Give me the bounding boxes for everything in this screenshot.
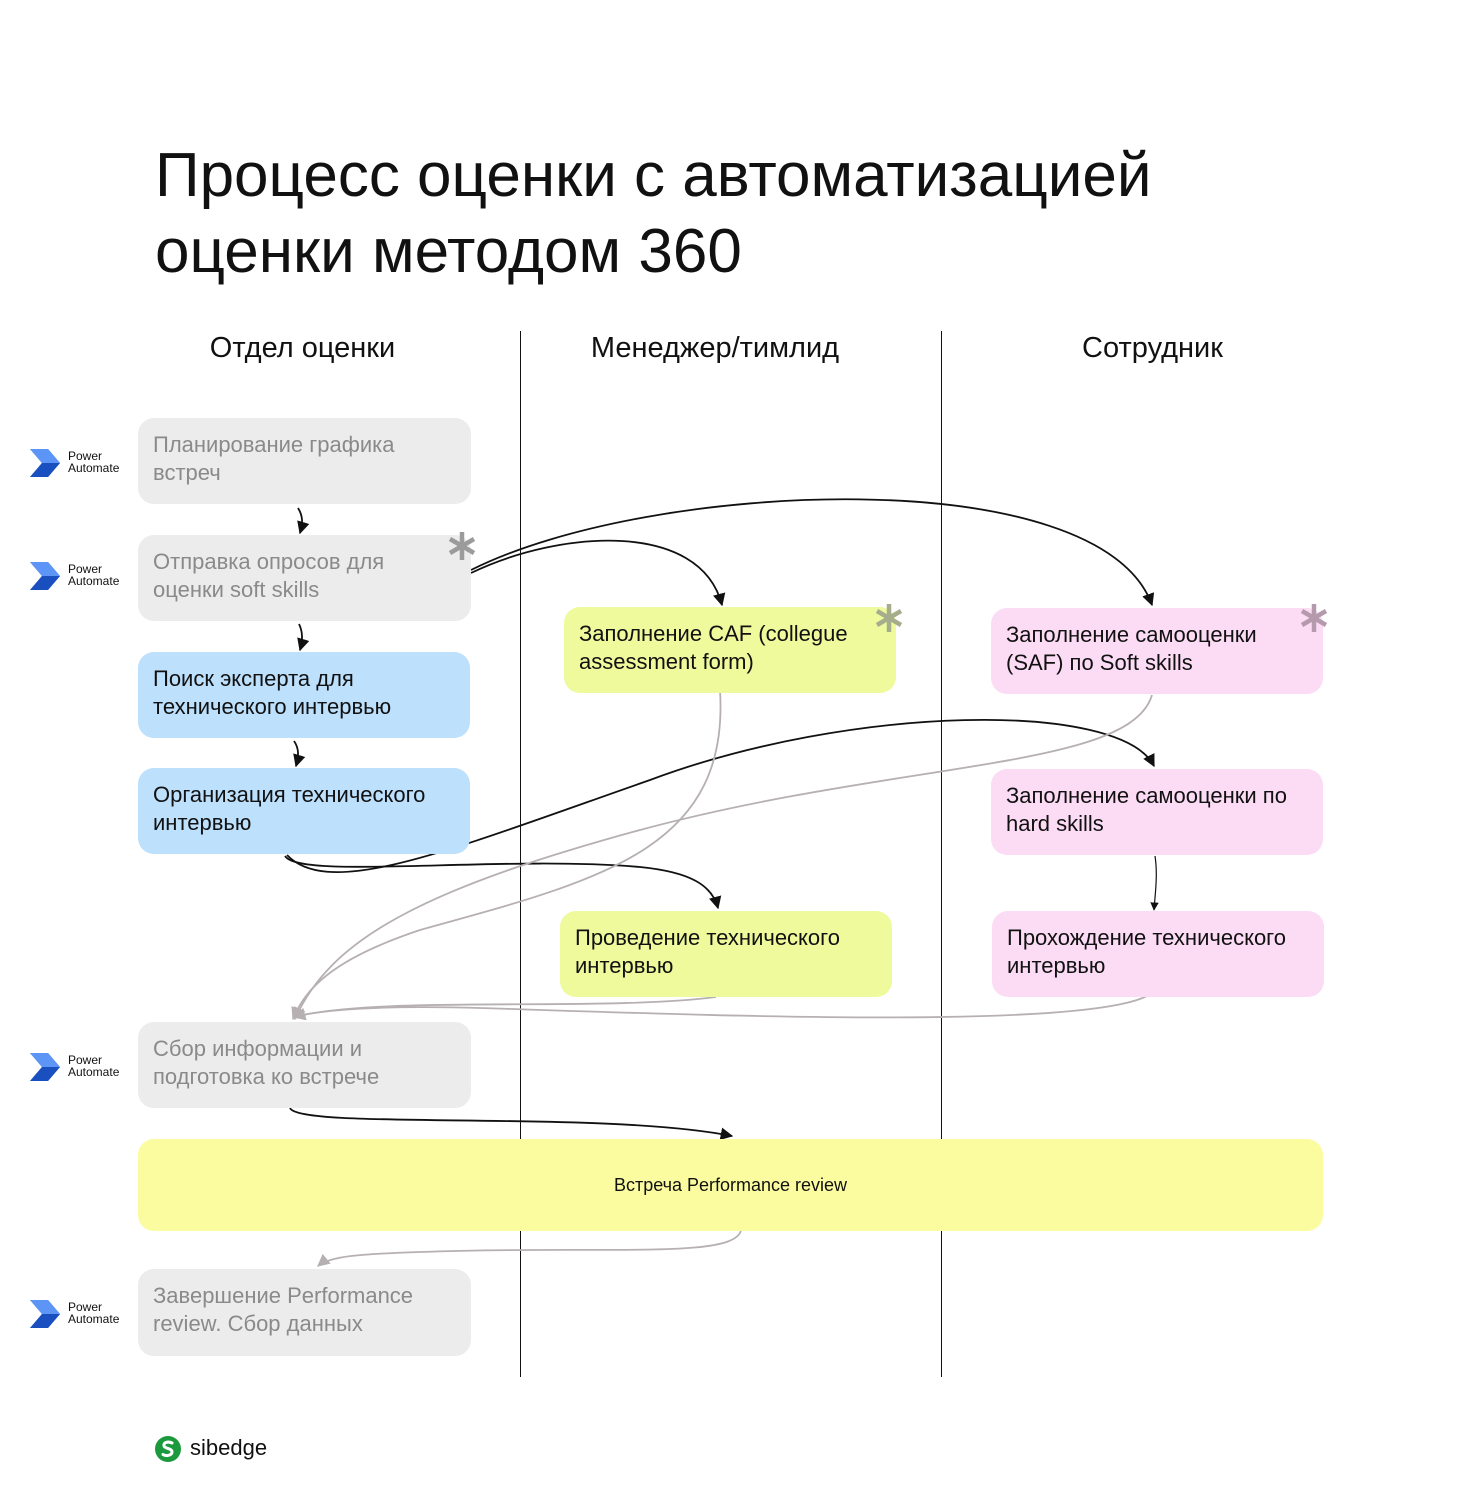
step-organize-interview-label: Организация технического интервью xyxy=(153,782,426,835)
arrow-expert-organize xyxy=(293,740,306,768)
sibedge-logo-icon xyxy=(155,1436,181,1462)
title-line-1: Процесс оценки с автоматизацией xyxy=(155,141,1152,210)
step-collect-info[interactable]: Сбор информации и подготовка ко встрече xyxy=(138,1022,471,1108)
step-self-hard-label: Заполнение самооценки по hard skills xyxy=(1006,783,1287,836)
step-find-expert-label: Поиск эксперта для технического интервью xyxy=(153,666,392,719)
lane-divider-1 xyxy=(520,331,521,1377)
lane-header-manager: Менеджер/тимлид xyxy=(590,332,840,364)
asterisk-icon xyxy=(448,532,476,560)
title-line-2: оценки методом 360 xyxy=(155,217,742,286)
step-tech-interview-manager-label: Проведение технического интервью xyxy=(575,925,840,978)
sibedge-logo: sibedge xyxy=(190,1435,268,1460)
lane-header-employee: Сотрудник xyxy=(1082,332,1223,364)
step-collect-info-label: Сбор информации и подготовка ко встрече xyxy=(153,1036,380,1089)
arrow-caf-collect xyxy=(291,689,722,1021)
step-self-hard[interactable]: Заполнение самооценки по hard skills xyxy=(991,769,1323,855)
arrow-organize-interview xyxy=(284,855,722,910)
step-caf[interactable]: Заполнение CAF (collegue assessment form… xyxy=(564,607,896,693)
step-planning[interactable]: Планирование графика встреч xyxy=(138,418,471,504)
step-caf-label: Заполнение CAF (collegue assessment form… xyxy=(579,621,848,674)
step-finish-review[interactable]: Завершение Performance review. Сбор данн… xyxy=(138,1269,471,1356)
step-saf[interactable]: Заполнение самооценки (SAF) по Soft skil… xyxy=(991,608,1323,694)
arrow-hard-pass xyxy=(1150,855,1159,911)
asterisk-icon xyxy=(1300,604,1328,632)
step-planning-label: Планирование графика встреч xyxy=(153,432,395,485)
arrow-organize-hard xyxy=(286,718,1155,873)
step-survey-label: Отправка опросов для оценки soft skills xyxy=(153,549,385,602)
arrow-meeting-finish xyxy=(317,1229,742,1267)
arrow-collect-meeting xyxy=(289,1107,734,1140)
lane-divider-2 xyxy=(941,331,942,1377)
step-organize-interview[interactable]: Организация технического интервью xyxy=(138,768,470,854)
page-title: Процесс оценки с автоматизацией оценки м… xyxy=(155,138,1355,290)
power-automate-icon xyxy=(30,1053,60,1081)
step-tech-interview-manager[interactable]: Проведение технического интервью xyxy=(560,911,892,997)
step-pass-interview[interactable]: Прохождение технического интервью xyxy=(992,911,1324,997)
arrow-pass-collect xyxy=(292,995,1148,1021)
step-saf-label: Заполнение самооценки (SAF) по Soft skil… xyxy=(1006,622,1257,675)
step-performance-review-meeting[interactable]: Встреча Performance review xyxy=(138,1139,1323,1231)
arrow-survey-saf xyxy=(470,498,1155,607)
step-performance-review-meeting-label: Встреча Performance review xyxy=(613,1175,848,1195)
step-finish-review-label: Завершение Performance review. Сбор данн… xyxy=(153,1283,414,1336)
arrow-saf-collect xyxy=(293,694,1153,1021)
step-find-expert[interactable]: Поиск эксперта для технического интервью xyxy=(138,652,470,738)
lane-header-assessment: Отдел оценки xyxy=(209,332,396,364)
power-automate-icon xyxy=(30,449,60,477)
arrow-survey-expert xyxy=(297,623,310,652)
arrow-survey-caf xyxy=(470,539,726,607)
power-automate-icon xyxy=(30,1300,60,1328)
asterisk-icon xyxy=(875,604,903,632)
step-survey[interactable]: Отправка опросов для оценки soft skills xyxy=(138,535,471,621)
step-pass-interview-label: Прохождение технического интервью xyxy=(1007,925,1286,978)
power-automate-icon xyxy=(30,562,60,590)
arrow-planning-survey xyxy=(297,507,310,535)
